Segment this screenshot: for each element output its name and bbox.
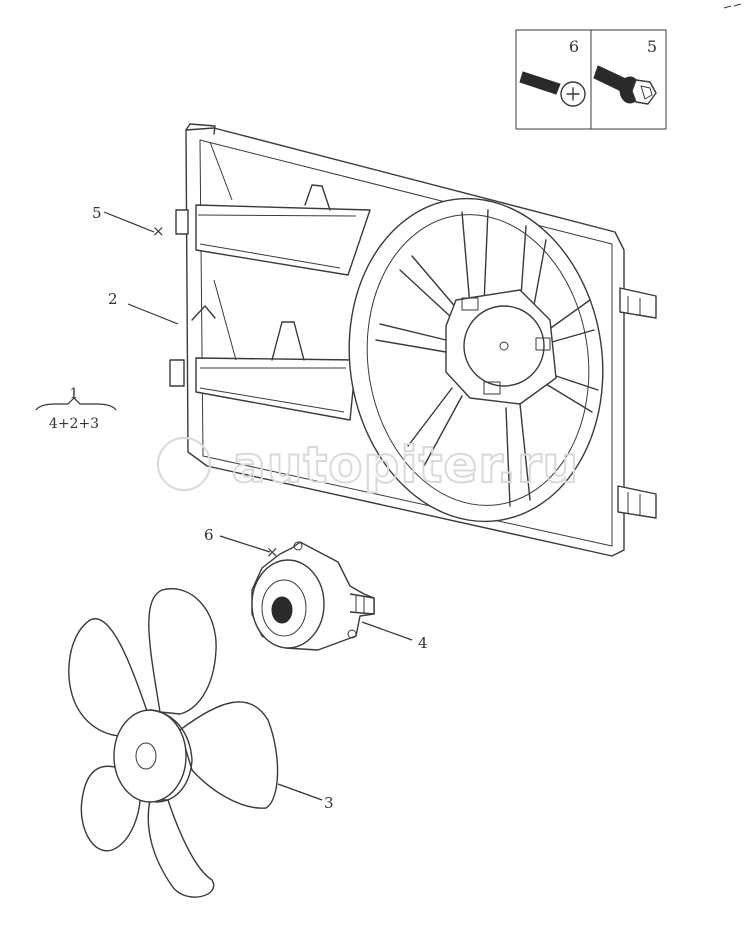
flange-bolt-icon	[593, 65, 657, 105]
shroud-spokes	[375, 209, 599, 507]
clip-upper-left	[175, 209, 189, 235]
assembly-brace	[35, 397, 117, 411]
inset-label-right: 5	[647, 37, 657, 56]
screw-icon	[519, 71, 586, 107]
motor-shaft	[271, 596, 293, 624]
corner-marks	[723, 3, 742, 9]
fan-hub	[113, 709, 187, 803]
callout-4: 4	[418, 634, 428, 652]
watermark-logo-icon	[157, 437, 211, 491]
fan-blade	[68, 587, 279, 898]
assembly-number: 1	[70, 386, 79, 402]
clip-lower-right	[617, 485, 657, 519]
watermark: autopiter.ru	[157, 435, 579, 495]
fan-motor	[251, 541, 375, 651]
lower-cavity	[195, 357, 357, 421]
watermark-text: autopiter.ru	[232, 436, 579, 494]
clip-lower-left	[169, 359, 185, 387]
clip-upper-right	[619, 287, 657, 319]
blade-1	[68, 618, 151, 737]
motor-connector	[349, 593, 375, 615]
fan-ring-inner	[366, 214, 590, 506]
callout-3: 3	[324, 794, 334, 812]
assembly-composition: 4+2+3	[49, 416, 99, 432]
upper-cavity	[195, 204, 371, 276]
leader-lines: × ×	[35, 211, 413, 801]
callout-5: 5	[92, 204, 102, 222]
blade-2	[148, 587, 217, 715]
motor-mount-plate	[463, 305, 545, 387]
blade-3	[179, 701, 279, 809]
callout-6: 6	[204, 526, 214, 544]
blade-4	[147, 799, 215, 898]
svg-text:×: ×	[152, 222, 165, 240]
callout-2: 2	[108, 290, 118, 308]
fan-shroud	[169, 123, 657, 557]
fan-hub-bore	[135, 742, 157, 770]
svg-text:×: ×	[266, 543, 279, 561]
inset-label-left: 6	[569, 37, 579, 56]
fastener-inset: 6 5	[515, 29, 667, 130]
